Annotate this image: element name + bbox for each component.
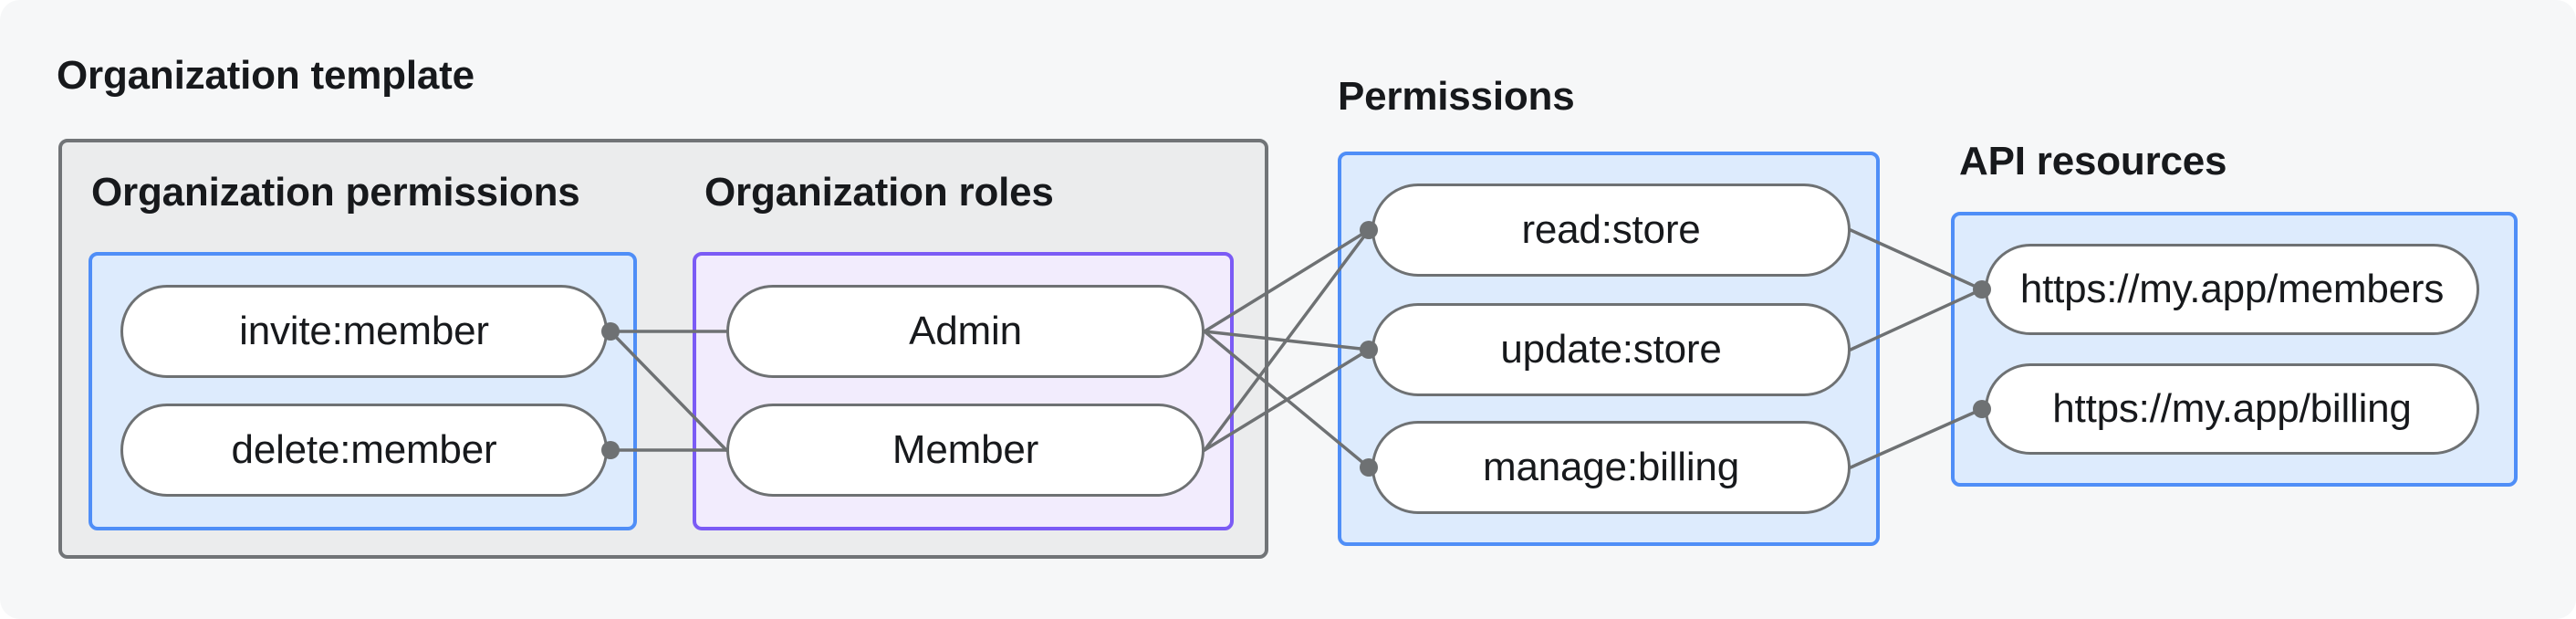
api-resources-label: API resources [1959,139,2227,184]
node-update-store-label: update:store [1500,327,1722,372]
permissions-label: Permissions [1338,74,1575,119]
node-member-role-label: Member [892,427,1039,472]
node-invite-member-label: invite:member [239,309,489,353]
node-api-billing-label: https://my.app/billing [2052,386,2412,431]
node-invite-member: invite:member [120,285,608,378]
node-manage-billing-label: manage:billing [1483,445,1739,489]
org-roles-label: Organization roles [704,170,1054,215]
node-delete-member: delete:member [120,404,608,497]
node-admin-role: Admin [726,285,1205,378]
org-permissions-label: Organization permissions [91,170,580,215]
node-api-members-label: https://my.app/members [2019,267,2445,311]
node-admin-role-label: Admin [909,309,1022,353]
node-api-billing: https://my.app/billing [1985,363,2479,455]
node-manage-billing: manage:billing [1371,421,1851,514]
node-api-members: https://my.app/members [1985,244,2479,335]
node-delete-member-label: delete:member [231,427,497,472]
node-update-store: update:store [1371,303,1851,396]
node-member-role: Member [726,404,1205,497]
node-read-store: read:store [1371,184,1851,277]
node-read-store-label: read:store [1521,207,1701,252]
org-template-title: Organization template [57,53,475,98]
